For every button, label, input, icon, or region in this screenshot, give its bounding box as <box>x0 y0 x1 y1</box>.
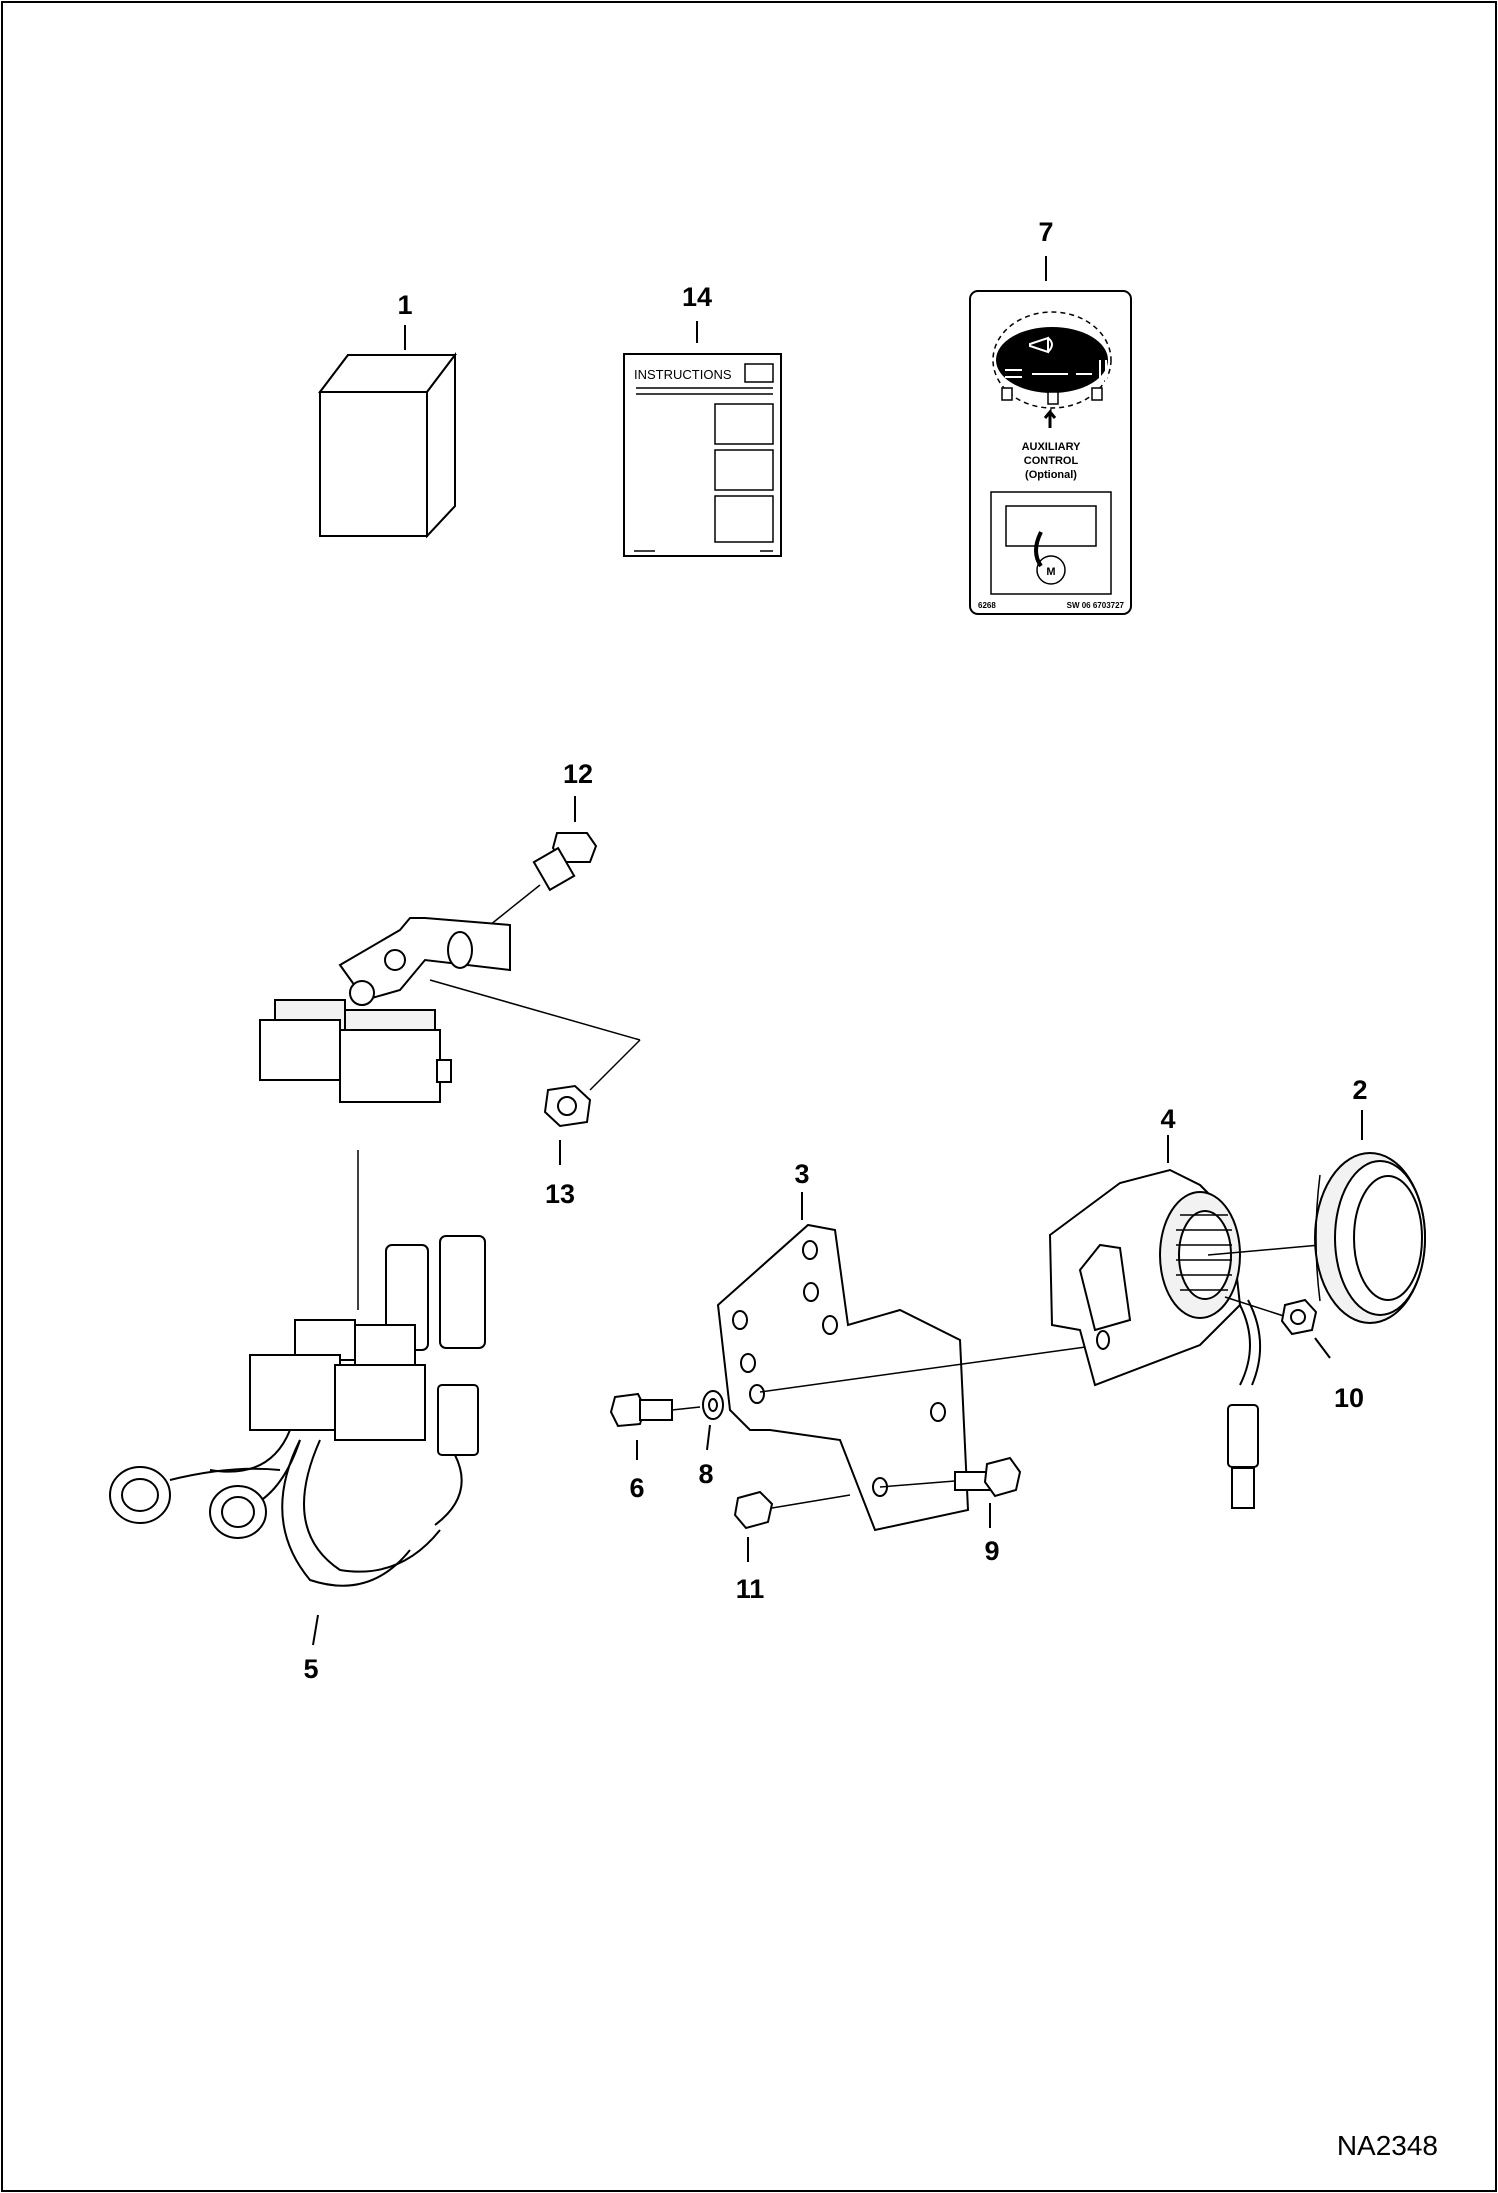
callout-14: 14 <box>682 282 712 312</box>
relay-bracket-assembly[interactable] <box>259 917 511 1103</box>
callout-4: 4 <box>1160 1104 1175 1134</box>
leader-8 <box>706 1424 711 1451</box>
decal-code-right: SW 06 6703727 <box>1067 601 1125 610</box>
part-2-grommet[interactable] <box>1314 1152 1426 1324</box>
part-10-nut[interactable] <box>1280 1298 1318 1336</box>
assembly-line-13a <box>429 979 641 1041</box>
part-13-nut[interactable] <box>543 1084 592 1128</box>
part-5-wire-harness[interactable] <box>109 1235 486 1587</box>
decal-line1: AUXILIARY <box>1022 441 1082 453</box>
horn-switch-icon <box>996 327 1108 393</box>
part-3-bracket[interactable] <box>716 1223 970 1532</box>
assembly-line-13b <box>589 1039 641 1091</box>
part-6-bolt[interactable] <box>609 1392 673 1428</box>
part-9-bolt[interactable] <box>954 1456 1022 1498</box>
assembly-line-11 <box>771 1494 851 1509</box>
assembly-line-6 <box>671 1406 701 1411</box>
callout-13: 13 <box>545 1179 575 1209</box>
callout-9: 9 <box>984 1536 999 1566</box>
assembly-line-12 <box>489 884 541 926</box>
leader-5 <box>312 1614 319 1646</box>
figure-id: NA2348 <box>1337 2130 1438 2161</box>
callout-1: 1 <box>397 290 412 320</box>
svg-text:M: M <box>1046 566 1055 578</box>
assembly-line-3-4 <box>759 1344 1101 1393</box>
callout-10: 10 <box>1334 1383 1364 1413</box>
assembly-line-9 <box>879 1480 956 1488</box>
decal-code-left: 6268 <box>978 601 996 610</box>
joystick-illustration <box>990 491 1112 595</box>
assembly-line-2 <box>1207 1244 1321 1256</box>
part-7-decal[interactable]: AUXILIARY CONTROL (Optional) M 6268 SW 0… <box>969 290 1132 615</box>
arrow-up-icon <box>1043 407 1057 428</box>
decal-line3: (Optional) <box>1025 469 1077 481</box>
callout-3: 3 <box>794 1159 809 1189</box>
callout-5: 5 <box>303 1654 318 1684</box>
callout-11: 11 <box>736 1574 765 1604</box>
callout-8: 8 <box>698 1459 713 1489</box>
callout-6: 6 <box>629 1473 644 1503</box>
part-11-nut[interactable] <box>733 1490 774 1530</box>
callout-7: 7 <box>1038 217 1053 247</box>
part-8-washer[interactable] <box>702 1390 724 1420</box>
part-4-alarm[interactable] <box>1048 1168 1262 1509</box>
callout-2: 2 <box>1352 1075 1367 1105</box>
part-14-instructions[interactable]: INSTRUCTIONS <box>623 353 782 557</box>
decal-line2: CONTROL <box>1024 455 1079 467</box>
callout-12: 12 <box>563 759 593 789</box>
part-12-bolt[interactable] <box>532 832 598 892</box>
part-1-box[interactable] <box>317 352 458 539</box>
instructions-heading: INSTRUCTIONS <box>634 367 732 382</box>
assembly-line-10 <box>1224 1296 1291 1319</box>
leader-10 <box>1314 1337 1331 1359</box>
